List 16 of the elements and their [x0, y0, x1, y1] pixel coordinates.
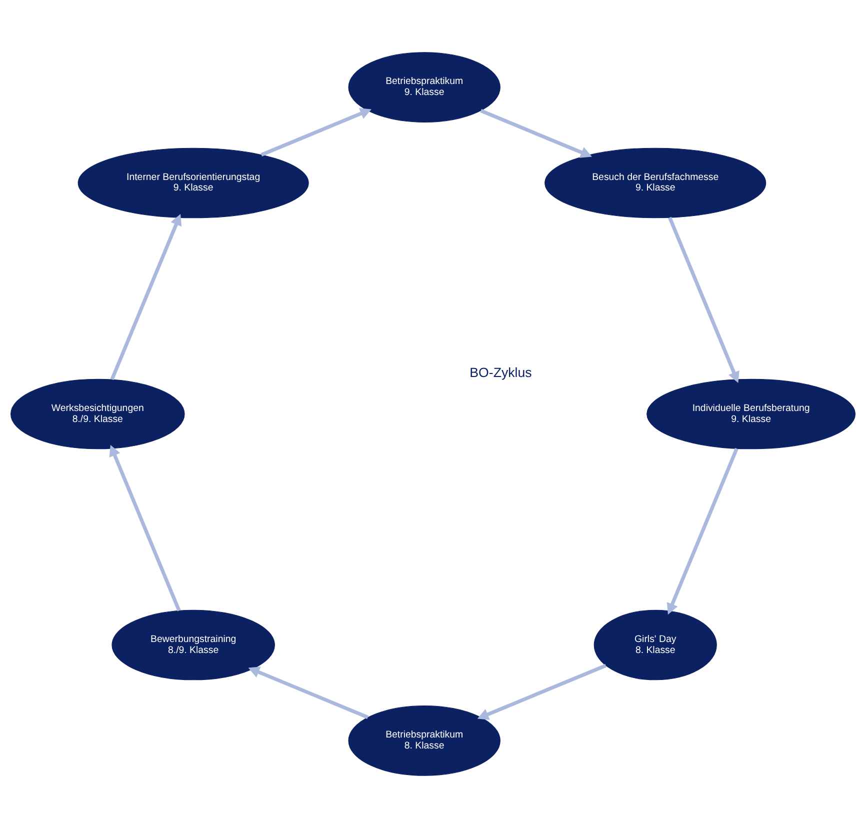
node-ellipse: Girls' Day 8. Klasse [594, 610, 717, 680]
node-ellipse: Interner Berufsorientierungstag 9. Klasse [78, 148, 309, 218]
arrow [109, 444, 181, 612]
arrow [260, 108, 372, 156]
arrow [248, 666, 369, 719]
node-ellipse: Werksbesichtigungen 8./9. Klasse [10, 378, 185, 450]
arrow [480, 109, 592, 158]
node-ellipse: Bewerbungstraining 8./9. Klasse [112, 610, 275, 680]
arrow [110, 214, 182, 380]
arrow [477, 664, 606, 720]
node-ellipse: Betriebspraktikum 9. Klasse [348, 52, 500, 122]
node-ellipse: Individuelle Berufsberatung 9. Klasse [646, 378, 856, 450]
arrow [666, 448, 738, 615]
node-ellipse: Betriebspraktikum 8. Klasse [348, 706, 500, 776]
arrow [668, 216, 740, 383]
label: BO-Zyklus [470, 364, 532, 380]
